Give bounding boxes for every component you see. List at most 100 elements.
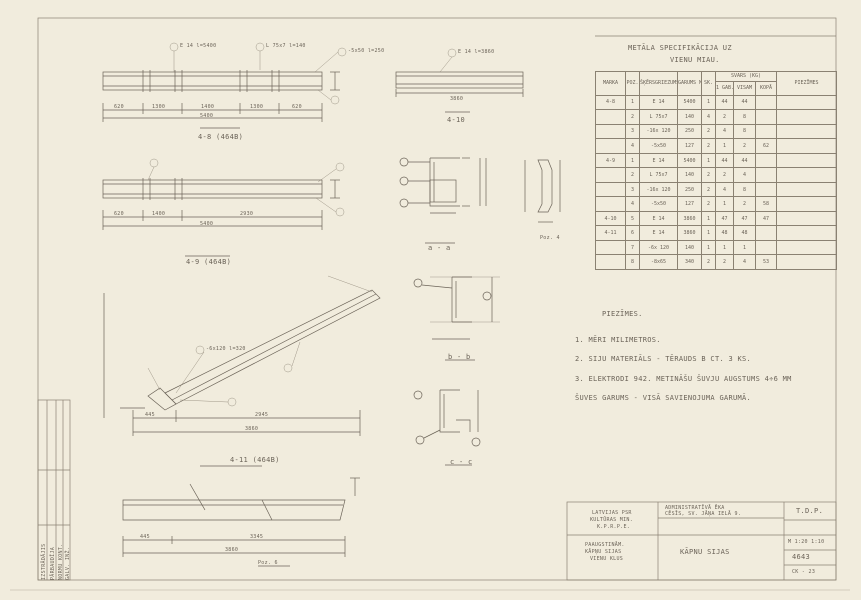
spec-cell — [595, 196, 626, 212]
tb-org-3: K.P.R.P.E. — [597, 524, 631, 530]
callout-e14-5400: E 14 l=5400 — [180, 43, 217, 49]
spec-cell: 250 — [677, 181, 702, 198]
spec-cell: 44 — [733, 94, 756, 111]
spec-cell: 1 — [625, 152, 640, 169]
dim-4-9-b: 1400 — [152, 211, 166, 217]
spec-cell: 4 — [701, 109, 716, 125]
notes-heading: PIEZĪMES. — [602, 310, 643, 318]
view-label-4-9: 4-9 (464B) — [186, 258, 232, 266]
spec-header-1pc: 1 GAB. — [715, 80, 734, 96]
spec-cell: 4-11 — [595, 225, 626, 241]
spec-header-notes: PIEZĪMES — [776, 70, 837, 96]
spec-cell: 1 — [733, 239, 756, 256]
spec-cell: E 14 — [639, 152, 678, 169]
spec-cell: 2 — [625, 167, 640, 183]
spec-cell: 1 — [701, 94, 716, 111]
stamp-row-3: NORMU KONT. — [58, 543, 64, 580]
spec-cell: 1 — [715, 138, 734, 154]
beam-4-8 — [102, 70, 340, 129]
note-3: 3. ELEKTRODI 942. METINĀŠU ŠUVJU AUGSTUM… — [575, 375, 792, 383]
spec-header-all: VISAM — [733, 80, 756, 96]
spec-cell: L 75x7 — [639, 109, 678, 125]
spec-cell: 58 — [755, 196, 777, 212]
spec-cell: 53 — [755, 254, 777, 270]
dim-4-8-b: 1300 — [152, 104, 166, 110]
tb-org-2: KULTŪRAS MIN. — [590, 517, 634, 523]
spec-cell: 1 — [701, 210, 716, 227]
spec-header-poz: POZ. — [625, 70, 640, 96]
spec-cell: 2 — [701, 123, 716, 140]
dim-4-11-b: 2945 — [255, 412, 269, 418]
spec-cell: 1 — [701, 239, 716, 256]
spec-cell: 44 — [733, 152, 756, 169]
callout-l75-140: L 75x7 l=140 — [266, 43, 306, 49]
note-1: 1. MĒRI MILIMETROS. — [575, 336, 661, 344]
spec-cell: 2 — [715, 254, 734, 270]
spec-cell: 1 — [701, 225, 716, 241]
section-c-c — [413, 389, 481, 466]
dim-4-11-a: 445 — [145, 412, 155, 418]
spec-cell: 3860 — [677, 210, 702, 227]
section-b-b — [413, 276, 500, 361]
dim-4-9-c: 2930 — [240, 211, 254, 217]
spec-cell: 3860 — [677, 225, 702, 241]
spec-cell — [776, 152, 837, 169]
tb-stage: T.D.P. — [796, 507, 824, 515]
spec-cell: 44 — [715, 152, 734, 169]
spec-cell: 2 — [701, 196, 716, 212]
tb-code: CK - 23 — [792, 569, 816, 575]
spec-cell: 5400 — [677, 152, 702, 169]
spec-cell: 2 — [701, 181, 716, 198]
dim-pos6-a: 445 — [140, 534, 150, 540]
spec-cell — [595, 138, 626, 154]
stamp-row-4: GALV. INŽ. — [65, 546, 71, 580]
tb-scale: M 1:20 1:10 — [788, 539, 825, 545]
spec-header-section: ŠĶĒRSGRIEZUMS — [639, 70, 678, 96]
spec-cell: 4 — [625, 138, 640, 154]
dim-4-9-a: 620 — [114, 211, 124, 217]
spec-cell: -5x50 — [639, 196, 678, 212]
spec-cell: -6x 120 — [639, 239, 678, 256]
spec-cell: 340 — [677, 254, 702, 270]
tb-project-2: CĒSĪS, SV. JĀŅA IELĀ 9. — [665, 511, 742, 517]
pos-label-4: Poz. 4 — [540, 235, 560, 241]
spec-cell: 47 — [715, 210, 734, 227]
spec-header-length: GARUMS MM — [677, 70, 702, 96]
spec-header-count: SK. — [701, 70, 716, 96]
spec-cell — [595, 239, 626, 256]
tb-object-1: PAAUGSTINĀM. — [585, 542, 625, 548]
spec-cell — [776, 239, 837, 256]
spec-cell — [595, 181, 626, 198]
note-4: ŠUVES GARUMS - VISĀ SAVIENOJUMA GARUMĀ. — [575, 394, 752, 402]
spec-cell: 2 — [625, 109, 640, 125]
spec-cell — [595, 254, 626, 270]
spec-cell: 127 — [677, 196, 702, 212]
dim-4-8-a: 620 — [114, 104, 124, 110]
stamp-row-1: IZSTRĀDĀJIS — [41, 543, 47, 580]
spec-cell — [755, 181, 777, 198]
spec-cell — [776, 254, 837, 270]
spec-cell: 8 — [733, 123, 756, 140]
tb-sheet-name: KĀPNU SIJAS — [680, 548, 730, 556]
beam-4-11 — [103, 289, 381, 467]
spec-cell: 4-8 — [595, 94, 626, 111]
tb-org-1: LATVIJAS PSR — [592, 510, 632, 516]
spec-cell: 4 — [715, 123, 734, 140]
spec-cell — [755, 167, 777, 183]
spec-cell — [776, 109, 837, 125]
spec-cell: 4 — [733, 167, 756, 183]
spec-cell — [755, 152, 777, 169]
spec-header-marka: MARKA — [595, 70, 626, 96]
spec-cell: 2 — [733, 196, 756, 212]
side-stamp-lines — [37, 399, 71, 581]
spec-cell: 6 — [625, 225, 640, 241]
spec-cell: 2 — [701, 167, 716, 183]
dim-4-8-d: 1300 — [250, 104, 264, 110]
spec-cell — [595, 123, 626, 140]
spec-cell: 2 — [715, 167, 734, 183]
spec-cell — [776, 123, 837, 140]
